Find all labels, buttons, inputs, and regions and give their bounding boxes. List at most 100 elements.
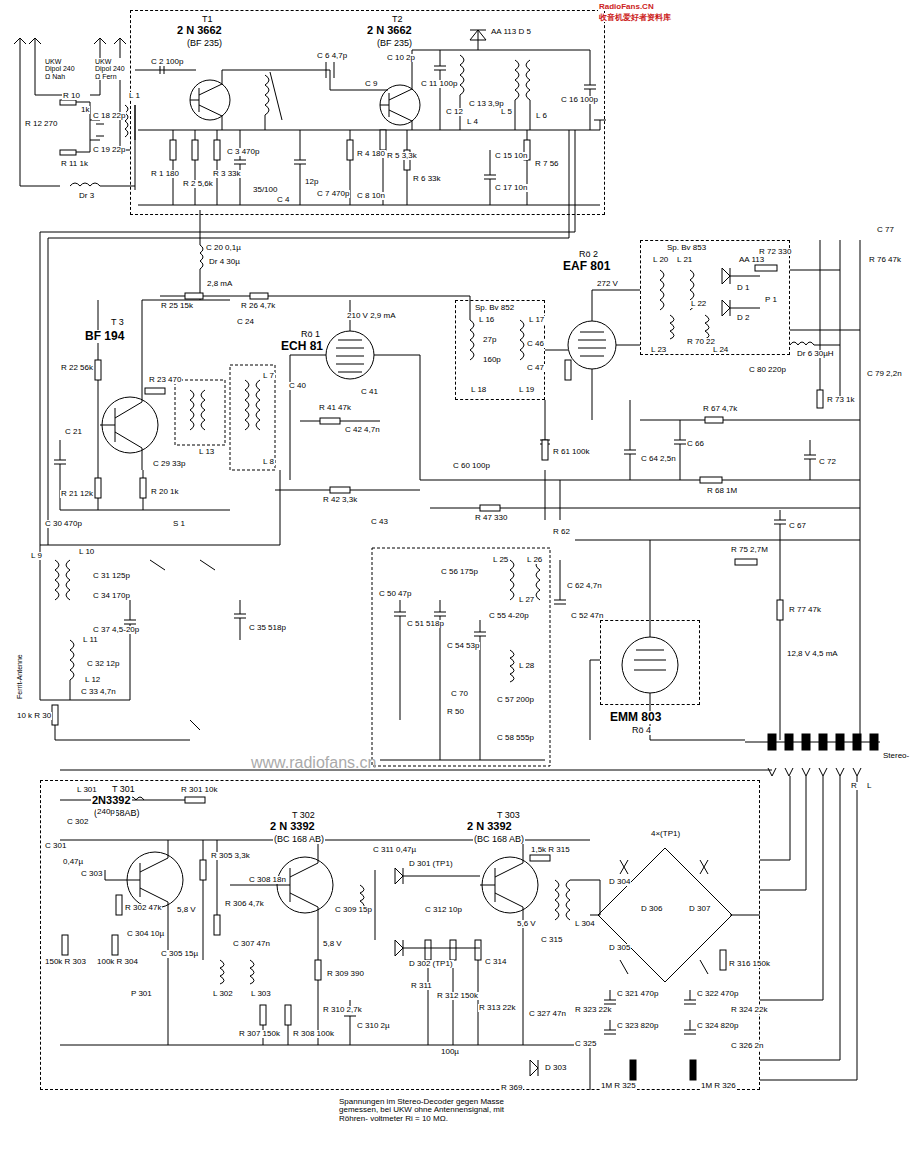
component-label: R 77 47k xyxy=(788,606,822,614)
component-label: R 1 180 xyxy=(150,170,180,178)
component-label: C 309 15p xyxy=(334,906,373,914)
component-label: C 56 175p xyxy=(440,568,479,576)
component-label: C 12 xyxy=(445,108,464,116)
component-label: S 1 xyxy=(172,520,186,528)
component-label: C 18 22p xyxy=(92,112,126,120)
component-label: Dr 6 30µH xyxy=(796,350,835,358)
component-label: R 73 1k xyxy=(826,396,856,404)
component-label: L 23 xyxy=(650,346,667,354)
component-label: L 4 xyxy=(466,118,479,126)
component-label: R 369 xyxy=(500,1084,523,1092)
component-label: Ferrit-Antenne xyxy=(16,653,23,700)
component-label: C 315 xyxy=(540,936,563,944)
component-label: R 41 47k xyxy=(318,404,352,412)
component-label: 4×(TP1) xyxy=(650,830,681,838)
component-label: L 26 xyxy=(526,556,543,564)
component-label: C 64 2,5n xyxy=(640,455,677,463)
component-label: L 301 xyxy=(76,786,98,794)
component-label: R 68 1M xyxy=(706,487,738,495)
component-label: C 79 2,2n xyxy=(866,370,903,378)
component-label: C 304 10µ xyxy=(126,930,165,938)
component-label: BF 194 xyxy=(84,330,125,343)
component-label: C 55 4-20p xyxy=(488,612,530,620)
component-label: L 24 xyxy=(712,346,729,354)
component-label: R 61 100k xyxy=(552,448,590,456)
component-label: C 322 470p xyxy=(696,990,739,998)
component-label: C 312 10p xyxy=(424,906,463,914)
component-label: 2,8 mA xyxy=(206,280,233,288)
component-label: C 303 xyxy=(80,870,103,878)
component-label: 150k R 303 xyxy=(44,958,87,966)
component-label: C 308 18n xyxy=(248,876,287,884)
component-label: C 10 2p xyxy=(386,54,416,62)
component-label: C 70 xyxy=(450,690,469,698)
component-label: C 57 200p xyxy=(496,696,535,704)
component-label: C 72 xyxy=(818,458,837,466)
component-label: 100µ xyxy=(440,1048,460,1056)
component-label: D 304 xyxy=(608,878,631,886)
component-label: R 313 22k xyxy=(478,1004,516,1012)
component-label: C 326 2n xyxy=(730,1042,764,1050)
part-label: Sp. Bv 852 xyxy=(474,304,515,312)
component-label: R 323 22k xyxy=(574,1006,612,1014)
component-label: D 307 xyxy=(688,905,711,913)
component-label: R 76 47k xyxy=(868,256,902,264)
component-label: L 28 xyxy=(518,662,535,670)
component-label: C 46 xyxy=(526,340,545,348)
part-label: 2 N 3662 xyxy=(176,25,223,37)
component-label: R 6 33k xyxy=(412,175,442,183)
component-label: 1,5k R 315 xyxy=(530,846,571,854)
component-label: R 316 150k xyxy=(728,960,771,968)
component-label: C 32 12p xyxy=(86,660,120,668)
component-label: C 33 4,7n xyxy=(80,688,117,696)
component-label: 12p xyxy=(304,178,319,186)
component-label: R 308 100k xyxy=(292,1030,335,1038)
component-label: C 7 470p xyxy=(316,190,350,198)
component-label: 210 V 2,9 mA xyxy=(346,312,396,320)
component-label: C 305 15µ xyxy=(160,950,199,958)
component-label: 160p xyxy=(482,356,502,364)
component-label: 1k xyxy=(80,106,90,114)
component-label: R 26 4,7k xyxy=(240,302,276,310)
component-label: AA 113 D 5 xyxy=(490,28,532,36)
component-label: R 20 1k xyxy=(150,488,180,496)
component-label: C 66 xyxy=(686,440,705,448)
component-label: C 31 125p xyxy=(92,572,131,580)
component-label: C 17 10n xyxy=(494,184,528,192)
component-label: 1M R 326 xyxy=(700,1082,737,1090)
component-label: 1M R 325 xyxy=(600,1082,637,1090)
component-label: R 42 3,3k xyxy=(322,496,358,504)
component-label: R 21 12k xyxy=(60,490,94,498)
component-label: R 25 15k xyxy=(160,302,194,310)
component-label: L 18 xyxy=(470,386,487,394)
component-label: T 3 xyxy=(110,318,125,327)
component-label: L 6 xyxy=(535,112,548,120)
component-label: 0,47µ xyxy=(62,858,84,866)
part-label: T 303 xyxy=(496,811,521,820)
component-label: R 312 150k xyxy=(436,992,479,1000)
part-label: EMM 803 xyxy=(609,711,662,724)
component-label: P 301 xyxy=(130,990,153,998)
component-label: C 77 xyxy=(876,226,895,234)
component-label: L xyxy=(866,782,872,790)
component-label: R 305 3,3k xyxy=(210,852,251,860)
component-label: C 327 47n xyxy=(528,1010,567,1018)
component-label: R 301 10k xyxy=(180,786,218,794)
component-label: L 13 xyxy=(198,448,215,456)
part-label: 2 N 3392 xyxy=(466,821,513,833)
component-label: C 60 100p xyxy=(452,462,491,470)
component-label: D 305 xyxy=(608,944,631,952)
component-label: C 67 xyxy=(788,522,807,530)
component-label: R 22 56k xyxy=(60,364,94,372)
component-label: RadioFans.CN xyxy=(598,3,655,11)
component-label: R 7 56 xyxy=(534,160,560,168)
component-label: C 20 0,1µ xyxy=(205,244,242,252)
component-label: R 67 4,7k xyxy=(702,405,738,413)
component-label: R 310 2,7k xyxy=(322,1006,363,1014)
part-label: (BC 168 AB) xyxy=(473,835,525,844)
component-label: C 9 xyxy=(364,80,378,88)
part-label: 2 N 3662 xyxy=(366,25,413,37)
component-label: L 22 xyxy=(690,300,707,308)
component-label: R 5 3,3k xyxy=(386,152,418,160)
